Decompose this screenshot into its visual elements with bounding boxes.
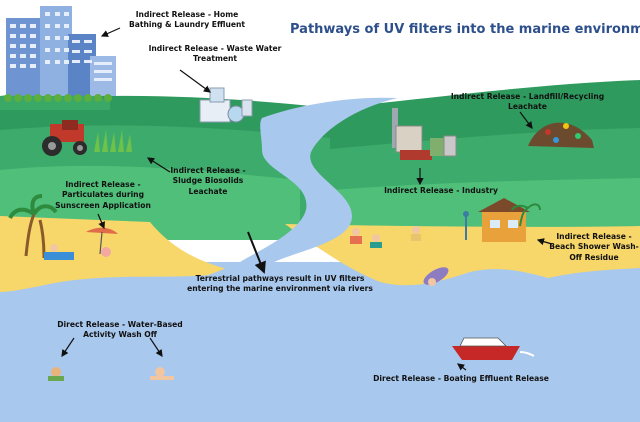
beach-house [478, 198, 541, 242]
tractor [42, 120, 87, 156]
label-wastewater: Indirect Release - Waste Water Treatment [148, 44, 282, 64]
label-sludge: Indirect Release - Sludge Biosolids Leac… [170, 166, 246, 196]
beach-people-right [350, 226, 421, 248]
pointer-arrows [61, 27, 553, 371]
palm-trees-left [8, 194, 58, 259]
hedge-trees [4, 94, 112, 102]
label-terrestrial: Terrestrial pathways result in UV filter… [187, 274, 373, 294]
industry-plant [392, 108, 457, 160]
diagram-title: Pathways of UV filters into the marine e… [290, 22, 640, 37]
beach-shower [463, 211, 469, 240]
label-particulates: Indirect Release - Particulates during S… [55, 180, 151, 210]
speed-boat [452, 337, 535, 360]
label-landfill: Indirect Release - Landfill/Recycling Le… [450, 92, 605, 112]
beach-left [0, 216, 240, 292]
label-beach-shower: Indirect Release - Beach Shower Wash- Of… [549, 232, 639, 262]
city-buildings [6, 6, 116, 96]
landfill-pile [528, 122, 594, 148]
label-home-bathing: Indirect Release - Home Bathing & Laundr… [128, 10, 246, 30]
label-industry: Indirect Release - Industry [384, 186, 498, 195]
swimmers [48, 367, 174, 381]
label-water-activity: Direct Release - Water-Based Activity Wa… [57, 320, 183, 340]
sea [0, 262, 640, 422]
sunbathers [44, 227, 118, 260]
wastewater-plant [199, 87, 253, 123]
surfer [423, 267, 449, 286]
crops [94, 130, 132, 152]
river [150, 97, 398, 300]
label-boating: Direct Release - Boating Effluent Releas… [373, 374, 549, 383]
